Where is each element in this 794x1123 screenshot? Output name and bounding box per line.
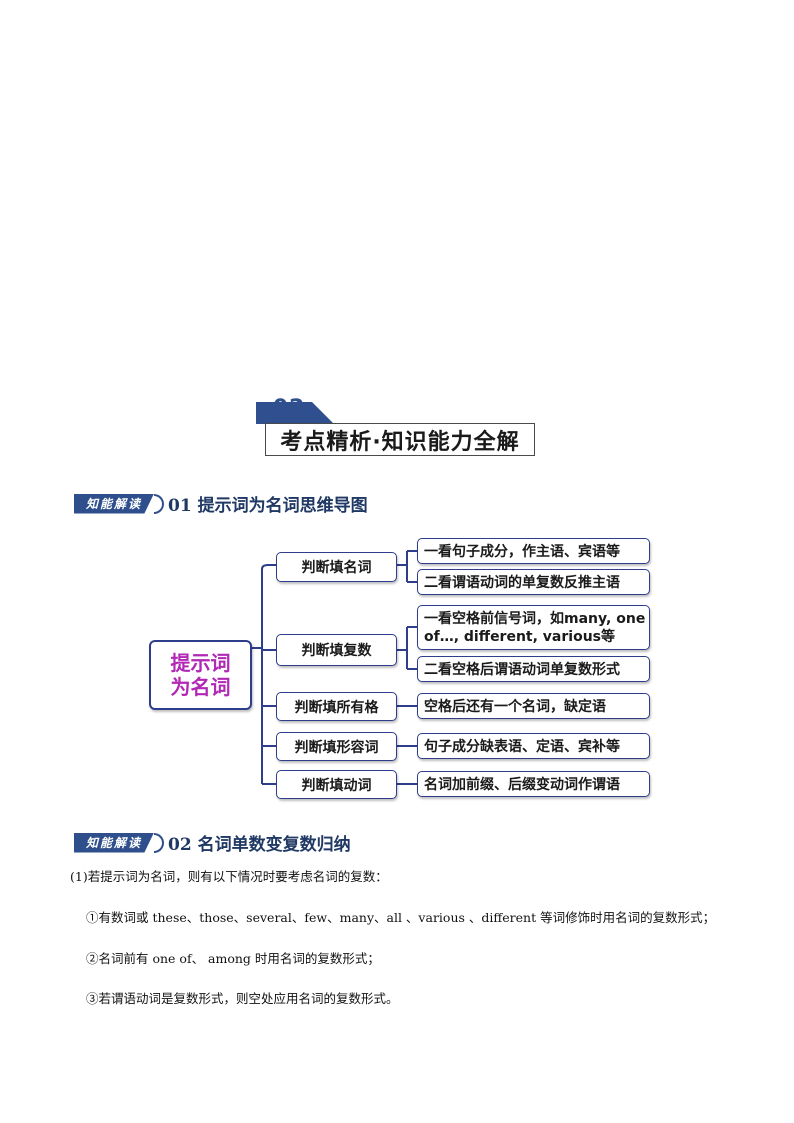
leaf-plural-1: 一看空格前信号词，如many, one of…, different, vari…: [417, 605, 650, 650]
leaf-adjective: 句子成分缺表语、定语、宾补等: [417, 733, 650, 759]
section-title: 考点精析·知识能力全解: [280, 429, 520, 455]
leaf-text: 二看谓语动词的单复数反推主语: [424, 575, 620, 591]
body-item-2: ②名词前有 one of、 among 时用名词的复数形式；: [86, 951, 380, 966]
body-item-1: ①有数词或 these、those、several、few、many、all 、…: [86, 910, 716, 925]
branch-label: 判断填复数: [301, 643, 372, 659]
body-item-3: ③若谓语动词是复数形式，则空处应用名词的复数形式。: [86, 991, 399, 1006]
leaf-text: 空格后还有一个名词，缺定语: [424, 699, 606, 715]
subheading-2: 知能解读 02 名词单数变复数归纳: [74, 830, 351, 855]
subheading-badge: 知能解读: [74, 832, 154, 853]
branch-verb: 判断填动词: [276, 770, 397, 799]
root-line-2: 为名词: [170, 675, 231, 699]
section-number-bg: [256, 402, 312, 424]
subheading-badge: 知能解读: [74, 493, 154, 514]
section-title-box: 考点精析·知识能力全解: [265, 423, 535, 456]
leaf-text: 一看空格前信号词，如many, one of…, different, vari…: [424, 610, 646, 645]
branch-adjective: 判断填形容词: [276, 732, 397, 761]
mindmap-root: 提示词 为名词: [149, 640, 252, 710]
badge-arc: [154, 832, 164, 853]
subheading-1: 知能解读 01 提示词为名词思维导图: [74, 491, 368, 516]
branch-label: 判断填形容词: [294, 739, 379, 756]
section-number-tab: [312, 402, 334, 424]
leaf-noun-2: 二看谓语动词的单复数反推主语: [417, 569, 650, 595]
branch-label: 判断填名词: [301, 560, 372, 576]
leaf-plural-2: 二看空格后谓语动词单复数形式: [417, 656, 650, 682]
leaf-text: 一看句子成分，作主语、宾语等: [424, 544, 620, 560]
branch-possessive: 判断填所有格: [276, 692, 397, 721]
badge-arc: [154, 493, 164, 514]
branch-label: 判断填所有格: [294, 699, 379, 716]
leaf-text: 名词加前缀、后缀变动词作谓语: [424, 777, 620, 793]
leaf-text: 二看空格后谓语动词单复数形式: [424, 662, 620, 678]
leaf-verb: 名词加前缀、后缀变动词作谓语: [417, 771, 650, 797]
leaf-possessive: 空格后还有一个名词，缺定语: [417, 693, 650, 719]
branch-noun: 判断填名词: [276, 552, 397, 582]
leaf-noun-1: 一看句子成分，作主语、宾语等: [417, 538, 650, 564]
branch-label: 判断填动词: [301, 777, 372, 794]
branch-plural: 判断填复数: [276, 634, 397, 666]
subheading-title: 01 提示词为名词思维导图: [168, 496, 368, 516]
subheading-title: 02 名词单数变复数归纳: [168, 835, 351, 855]
section-number: 02: [272, 396, 306, 421]
leaf-text: 句子成分缺表语、定语、宾补等: [424, 739, 620, 755]
root-line-1: 提示词: [170, 651, 231, 675]
body-intro: (1)若提示词为名词，则有以下情况时要考虑名词的复数：: [70, 869, 388, 884]
